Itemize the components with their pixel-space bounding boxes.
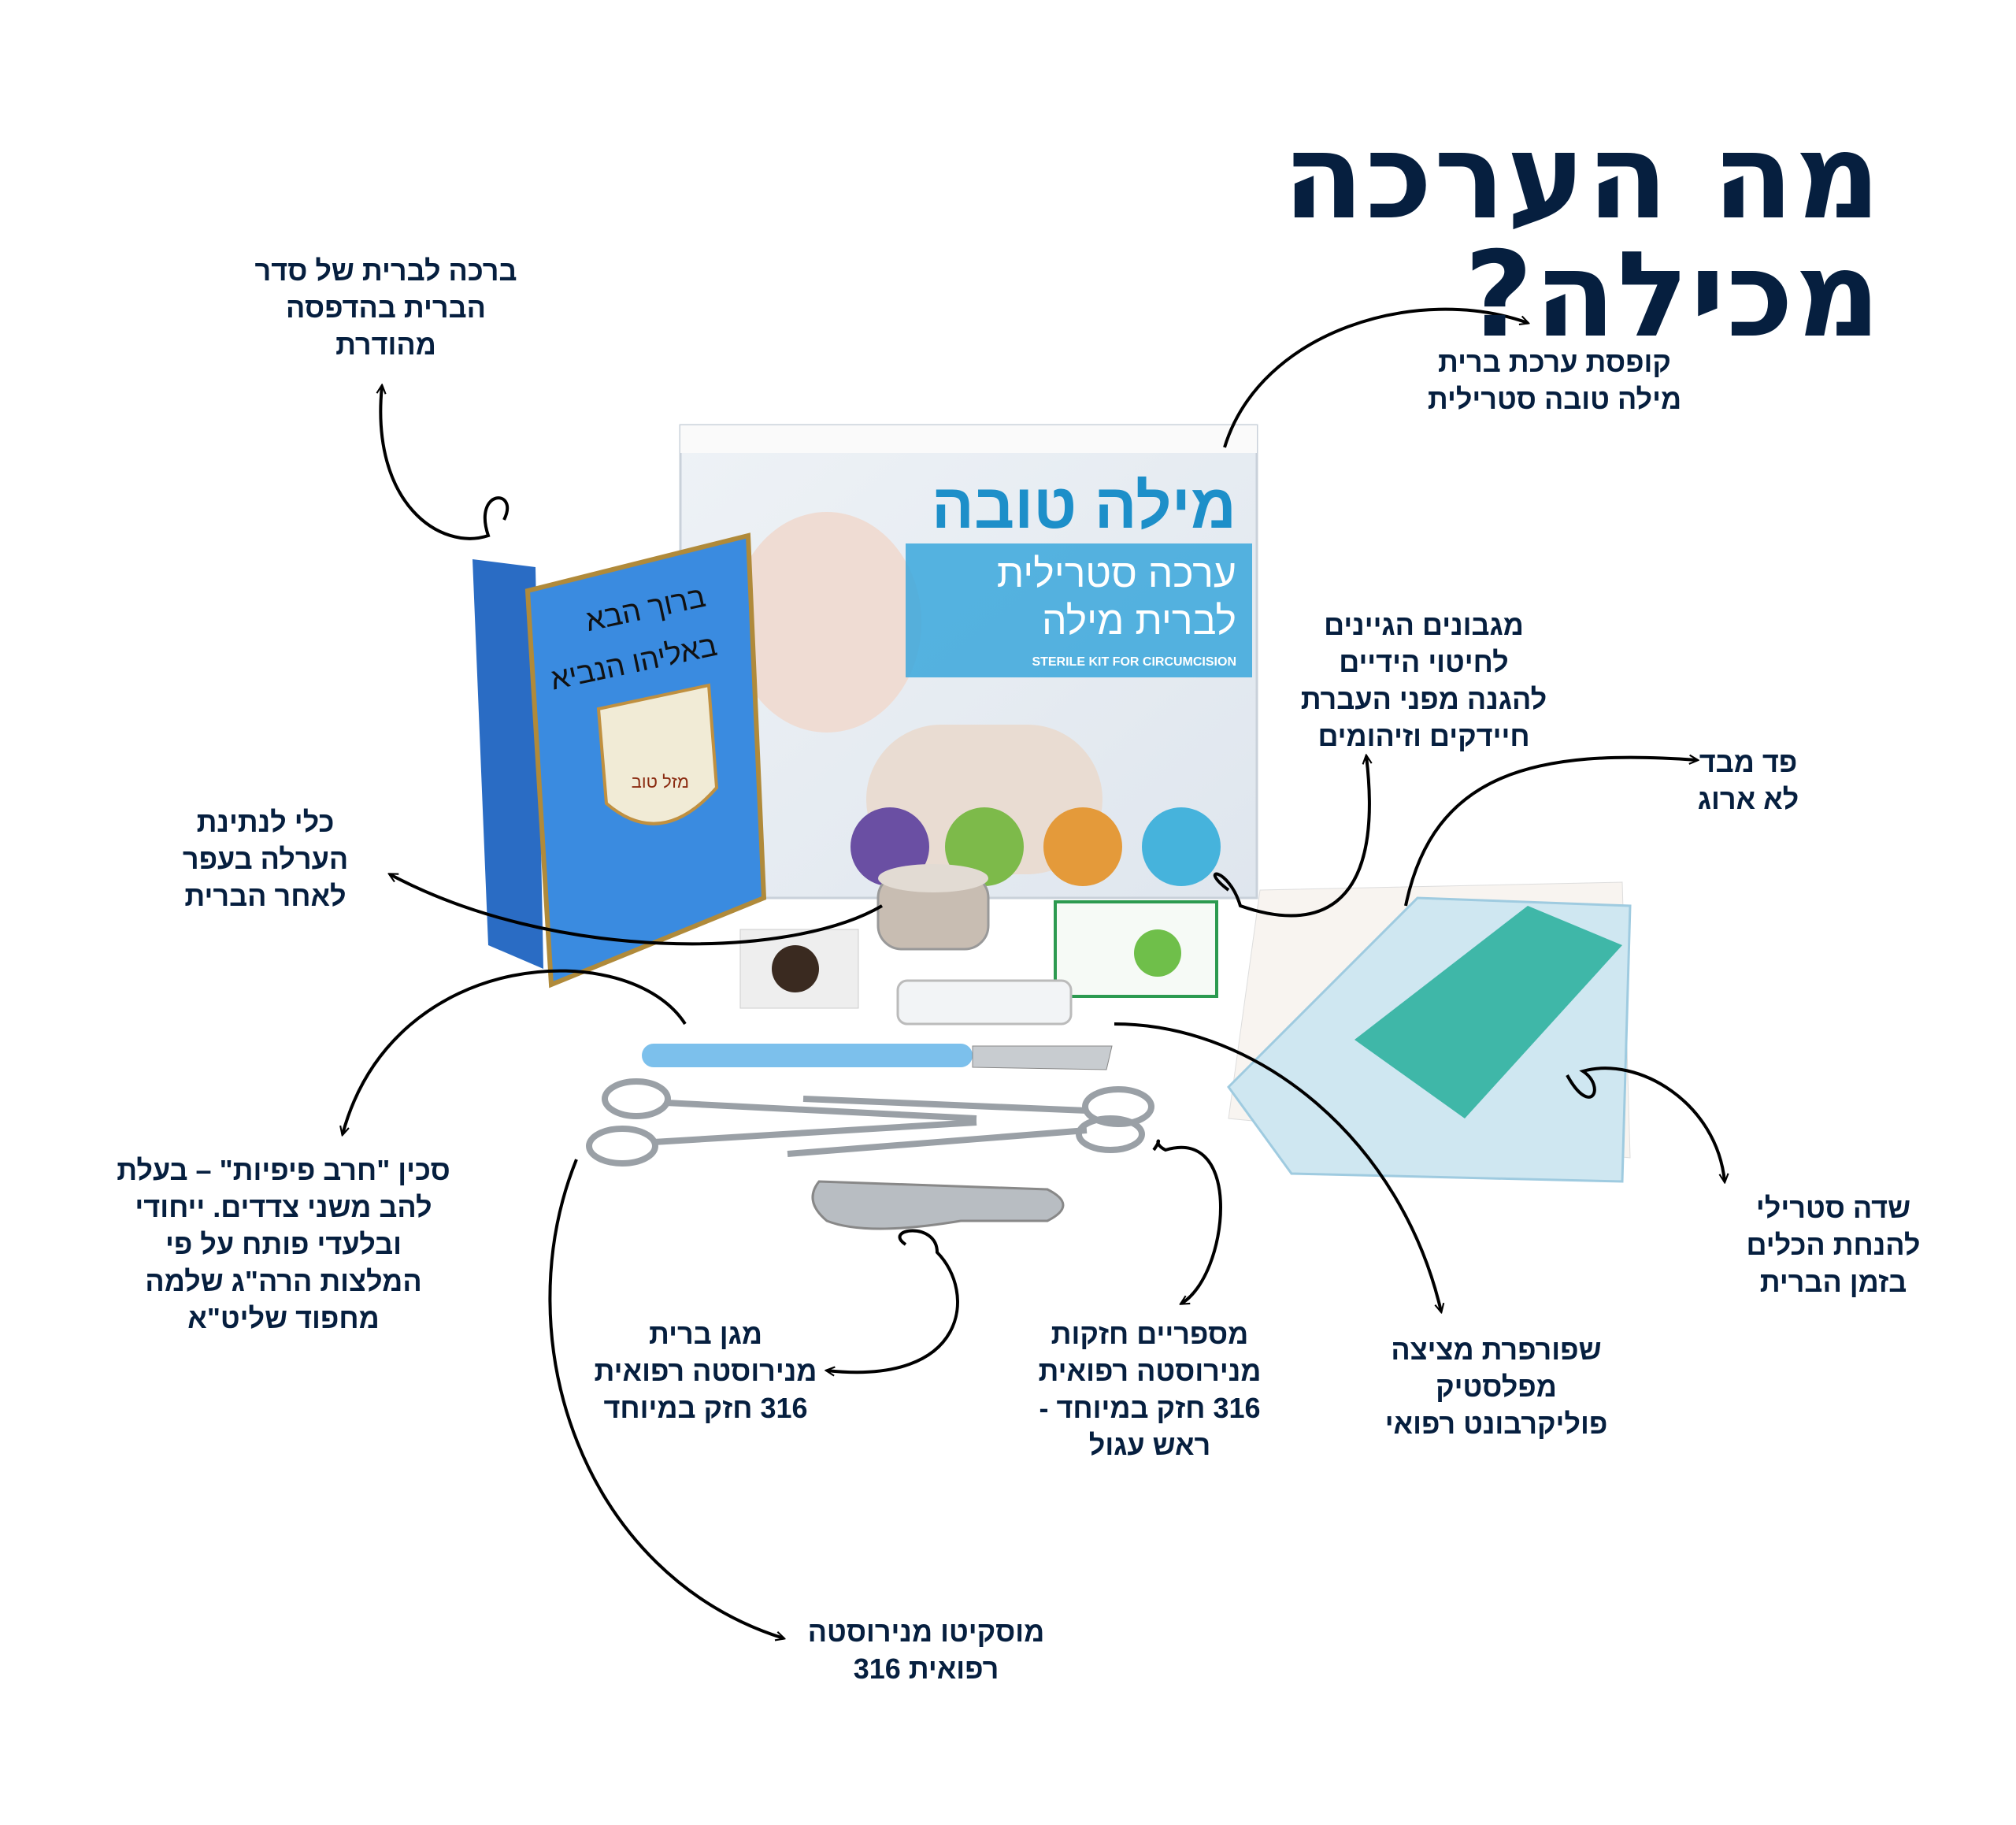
kit-title-line1: ערכה סטרילית xyxy=(997,551,1236,595)
label-knife: סכין "חרב פיפיות" – בעלת להב משני צדדים.… xyxy=(32,1152,536,1337)
earth-contents xyxy=(772,945,819,992)
brand-logo: מילה טובה xyxy=(932,471,1236,541)
label-line: לאחר הברית xyxy=(184,880,346,912)
arrow-tube xyxy=(1114,1022,1441,1311)
suction-tube xyxy=(896,979,1073,1026)
label-line: הערלה בעפר xyxy=(182,843,349,875)
page-title: מה הערכה מכילה? xyxy=(1282,109,1882,364)
label-line: בזמן הברית xyxy=(1759,1266,1907,1298)
label-line: 316 חזק במיוחד xyxy=(603,1392,808,1424)
label-line: ראש עגול xyxy=(1088,1429,1211,1461)
label-box: קופסת ערכת ברית מילה טובה סטרילית xyxy=(1397,343,1712,417)
circumcision-shield xyxy=(811,1180,1065,1230)
kit-title-line2: לברית מילה xyxy=(1042,599,1236,643)
label-shield: מגן ברית מנירוסטה רפואית 316 חזק במיוחד xyxy=(548,1315,863,1426)
label-line: סכין "חרב פיפיות" – בעלת xyxy=(117,1154,450,1186)
label-line: מפלסטיק xyxy=(1436,1371,1557,1403)
kit-english: STERILE KIT FOR CIRCUMCISION xyxy=(1032,655,1236,669)
knife-handle xyxy=(642,1044,973,1067)
hamsa-icon xyxy=(596,683,719,825)
arrow-pad xyxy=(1404,758,1697,907)
label-line: פוליקרבונט רפואי xyxy=(1384,1408,1608,1440)
label-tube: שפורפרת מציצה מפלסטיק פוליקרבונט רפואי xyxy=(1331,1331,1662,1442)
arrow-earth xyxy=(390,874,884,946)
badge-blue xyxy=(1142,807,1221,886)
earth-jar xyxy=(876,864,990,951)
label-line: להב משני צדדים. ייחודי xyxy=(135,1191,432,1223)
arrow-sterile-field xyxy=(1566,1066,1725,1181)
wipes-logo xyxy=(1134,929,1181,977)
label-line: מחפוד שליט"א xyxy=(187,1302,380,1334)
arrow-mosquito xyxy=(548,1159,784,1638)
blessing-booklet: ברוך הבא באליהו הנביא מזל טוב xyxy=(472,532,767,989)
label-line: לחיטוי הידיים xyxy=(1339,646,1509,678)
label-scissors: מספריים חזקות מנירוסטה רפואית 316 חזק במ… xyxy=(984,1315,1315,1463)
scissors xyxy=(787,1086,1154,1157)
label-line: מספריים חזקות xyxy=(1051,1318,1249,1350)
label-line: חיידקים וזיהומים xyxy=(1317,720,1530,752)
teal-drape xyxy=(1354,906,1622,1118)
label-booklet: ברכה לברית של סדר הברית בהדפסה מהודרת xyxy=(213,252,559,363)
arrow-knife xyxy=(343,969,687,1134)
label-line: לא ארוג xyxy=(1697,783,1799,815)
label-line: מהודרת xyxy=(335,328,436,361)
arrow-box xyxy=(1223,307,1528,448)
arrow-booklet xyxy=(380,386,510,540)
label-line: 316 חזק במיוחד - xyxy=(1039,1392,1261,1424)
label-line: המלצות הרה"ג שלמה xyxy=(145,1265,422,1297)
label-line: כלי לנתינת xyxy=(196,806,335,838)
label-line: שדה סטרילי xyxy=(1755,1192,1911,1224)
booklet-hamsa-text: מזל טוב xyxy=(632,772,689,792)
arrow-shield xyxy=(827,1229,959,1373)
label-gloves: מגבונים הגיינים לחיטוי הידיים להגנה מפני… xyxy=(1266,606,1581,755)
kit-banner xyxy=(906,543,1252,677)
label-line: שפורפרת מציצה xyxy=(1391,1334,1602,1366)
arrow-scissors xyxy=(1152,1139,1222,1304)
label-sterile-field: שדה סטרילי להנחת הכלים בזמן הברית xyxy=(1699,1189,1967,1300)
label-line: מגן ברית xyxy=(648,1318,763,1350)
label-line: הברית בהדפסה xyxy=(286,291,486,324)
label-line: מוסקיטו מנירוסטה xyxy=(807,1615,1045,1648)
label-earth-vessel: כלי לנתינת הערלה בעפר לאחר הברית xyxy=(132,803,399,914)
label-mosquito: מוסקיטו מנירוסטה רפואית 316 xyxy=(776,1613,1076,1687)
label-pad: פד מבד לא ארוג xyxy=(1670,744,1827,818)
label-line: להגנה מפני העברת xyxy=(1300,683,1547,715)
badge-orange xyxy=(1043,807,1122,886)
arrow-gloves xyxy=(1213,756,1369,918)
kit-box: מילה טובה ערכה סטרילית לברית מילה STERIL… xyxy=(679,424,1258,900)
label-line: ובלעדי פותח על פי xyxy=(165,1228,402,1260)
label-line: קופסת ערכת ברית xyxy=(1438,346,1671,378)
baby-face xyxy=(732,512,921,733)
badge-green xyxy=(945,807,1024,886)
mosquito-forceps xyxy=(586,1078,977,1167)
label-line: מנירוסטה רפואית xyxy=(1038,1355,1262,1387)
label-line: רפואית 316 xyxy=(853,1653,999,1685)
label-line: פד מבד xyxy=(1699,746,1798,778)
label-line: ברכה לברית של סדר xyxy=(254,254,517,287)
label-line: מגבונים הגיינים xyxy=(1324,609,1524,641)
label-line: להנחת הכלים xyxy=(1746,1229,1921,1261)
knife-blade xyxy=(972,1045,1113,1070)
label-line: מנירוסטה רפואית xyxy=(594,1355,817,1387)
label-line: מילה טובה סטרילית xyxy=(1427,383,1682,415)
